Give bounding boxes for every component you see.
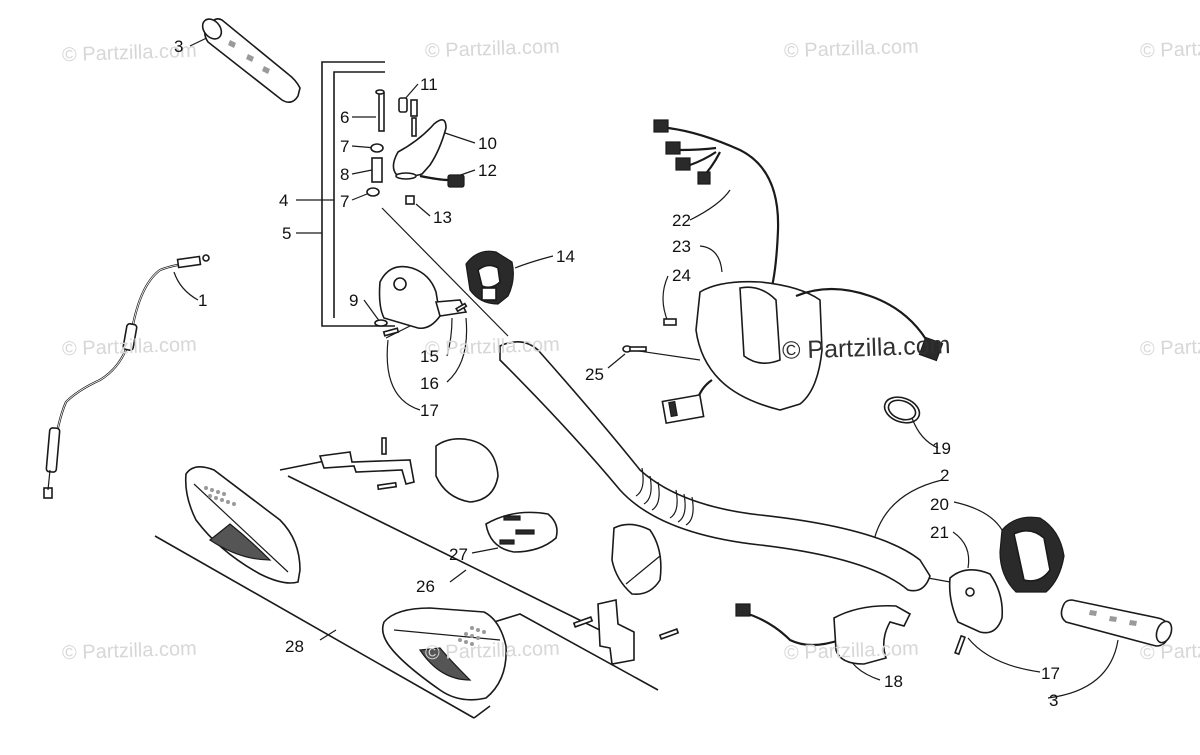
fasteners [382, 302, 468, 337]
throttle-housing-right [948, 516, 1065, 656]
callout-9: 9 [349, 291, 359, 310]
callout-20: 20 [930, 495, 949, 514]
hand-guards [184, 466, 507, 701]
snap-ring [883, 396, 921, 424]
handlebar [499, 341, 931, 592]
callout-4: 4 [279, 191, 289, 210]
guard-brackets [318, 437, 680, 665]
callout-19: 19 [932, 439, 951, 458]
callout-14: 14 [556, 247, 575, 266]
watermark: © Partzilla.com [783, 637, 920, 665]
watermark: © Partzilla.com [1139, 35, 1200, 63]
callout-21: 21 [930, 523, 949, 542]
callout-11: 11 [420, 75, 438, 94]
watermark: © Partzilla.com [1139, 333, 1200, 361]
callout-26: 26 [416, 577, 435, 596]
callout-6: 6 [340, 108, 350, 127]
callout-1: 1 [198, 291, 208, 310]
brake-lever-parts [366, 89, 465, 205]
watermark: © Partzilla.com [783, 35, 920, 63]
brake-housing [374, 265, 468, 339]
watermark: © Partzilla.com [1139, 637, 1200, 665]
callout-13: 13 [433, 208, 452, 227]
callout-17: 17 [1041, 664, 1060, 683]
callout-24: 24 [672, 266, 691, 285]
callout-7: 7 [340, 137, 350, 156]
callout-28: 28 [285, 637, 304, 656]
callout-8: 8 [340, 165, 350, 184]
callout-17: 17 [420, 401, 439, 420]
callout-15: 15 [420, 347, 439, 366]
callout-5: 5 [282, 224, 292, 243]
watermark: © Partzilla.com [424, 35, 561, 63]
watermark: © Partzilla.com [424, 637, 561, 665]
watermark: © Partzilla.com [61, 333, 198, 361]
watermark-feature: © Partzilla.com [781, 331, 951, 365]
callout-27: 27 [449, 545, 468, 564]
callout-16: 16 [420, 374, 439, 393]
grip-heater-wire [735, 603, 912, 665]
grip-left [201, 18, 301, 104]
switch-housing [465, 250, 514, 305]
wire-harness-housing [622, 119, 944, 425]
callout-7: 7 [340, 192, 350, 211]
callout-3: 3 [174, 37, 184, 56]
throttle-cable [43, 254, 210, 499]
callout-23: 23 [672, 237, 691, 256]
callout-18: 18 [884, 672, 903, 691]
callout-22: 22 [672, 211, 691, 230]
watermark: © Partzilla.com [61, 637, 198, 665]
grip-right [1060, 599, 1173, 647]
watermark: © Partzilla.com [424, 333, 561, 361]
callout-10: 10 [478, 134, 497, 153]
callout-3: 3 [1049, 691, 1059, 710]
callout-12: 12 [478, 161, 497, 180]
callout-2: 2 [940, 466, 950, 485]
callout-25: 25 [585, 365, 604, 384]
bracket-kit [485, 511, 558, 553]
